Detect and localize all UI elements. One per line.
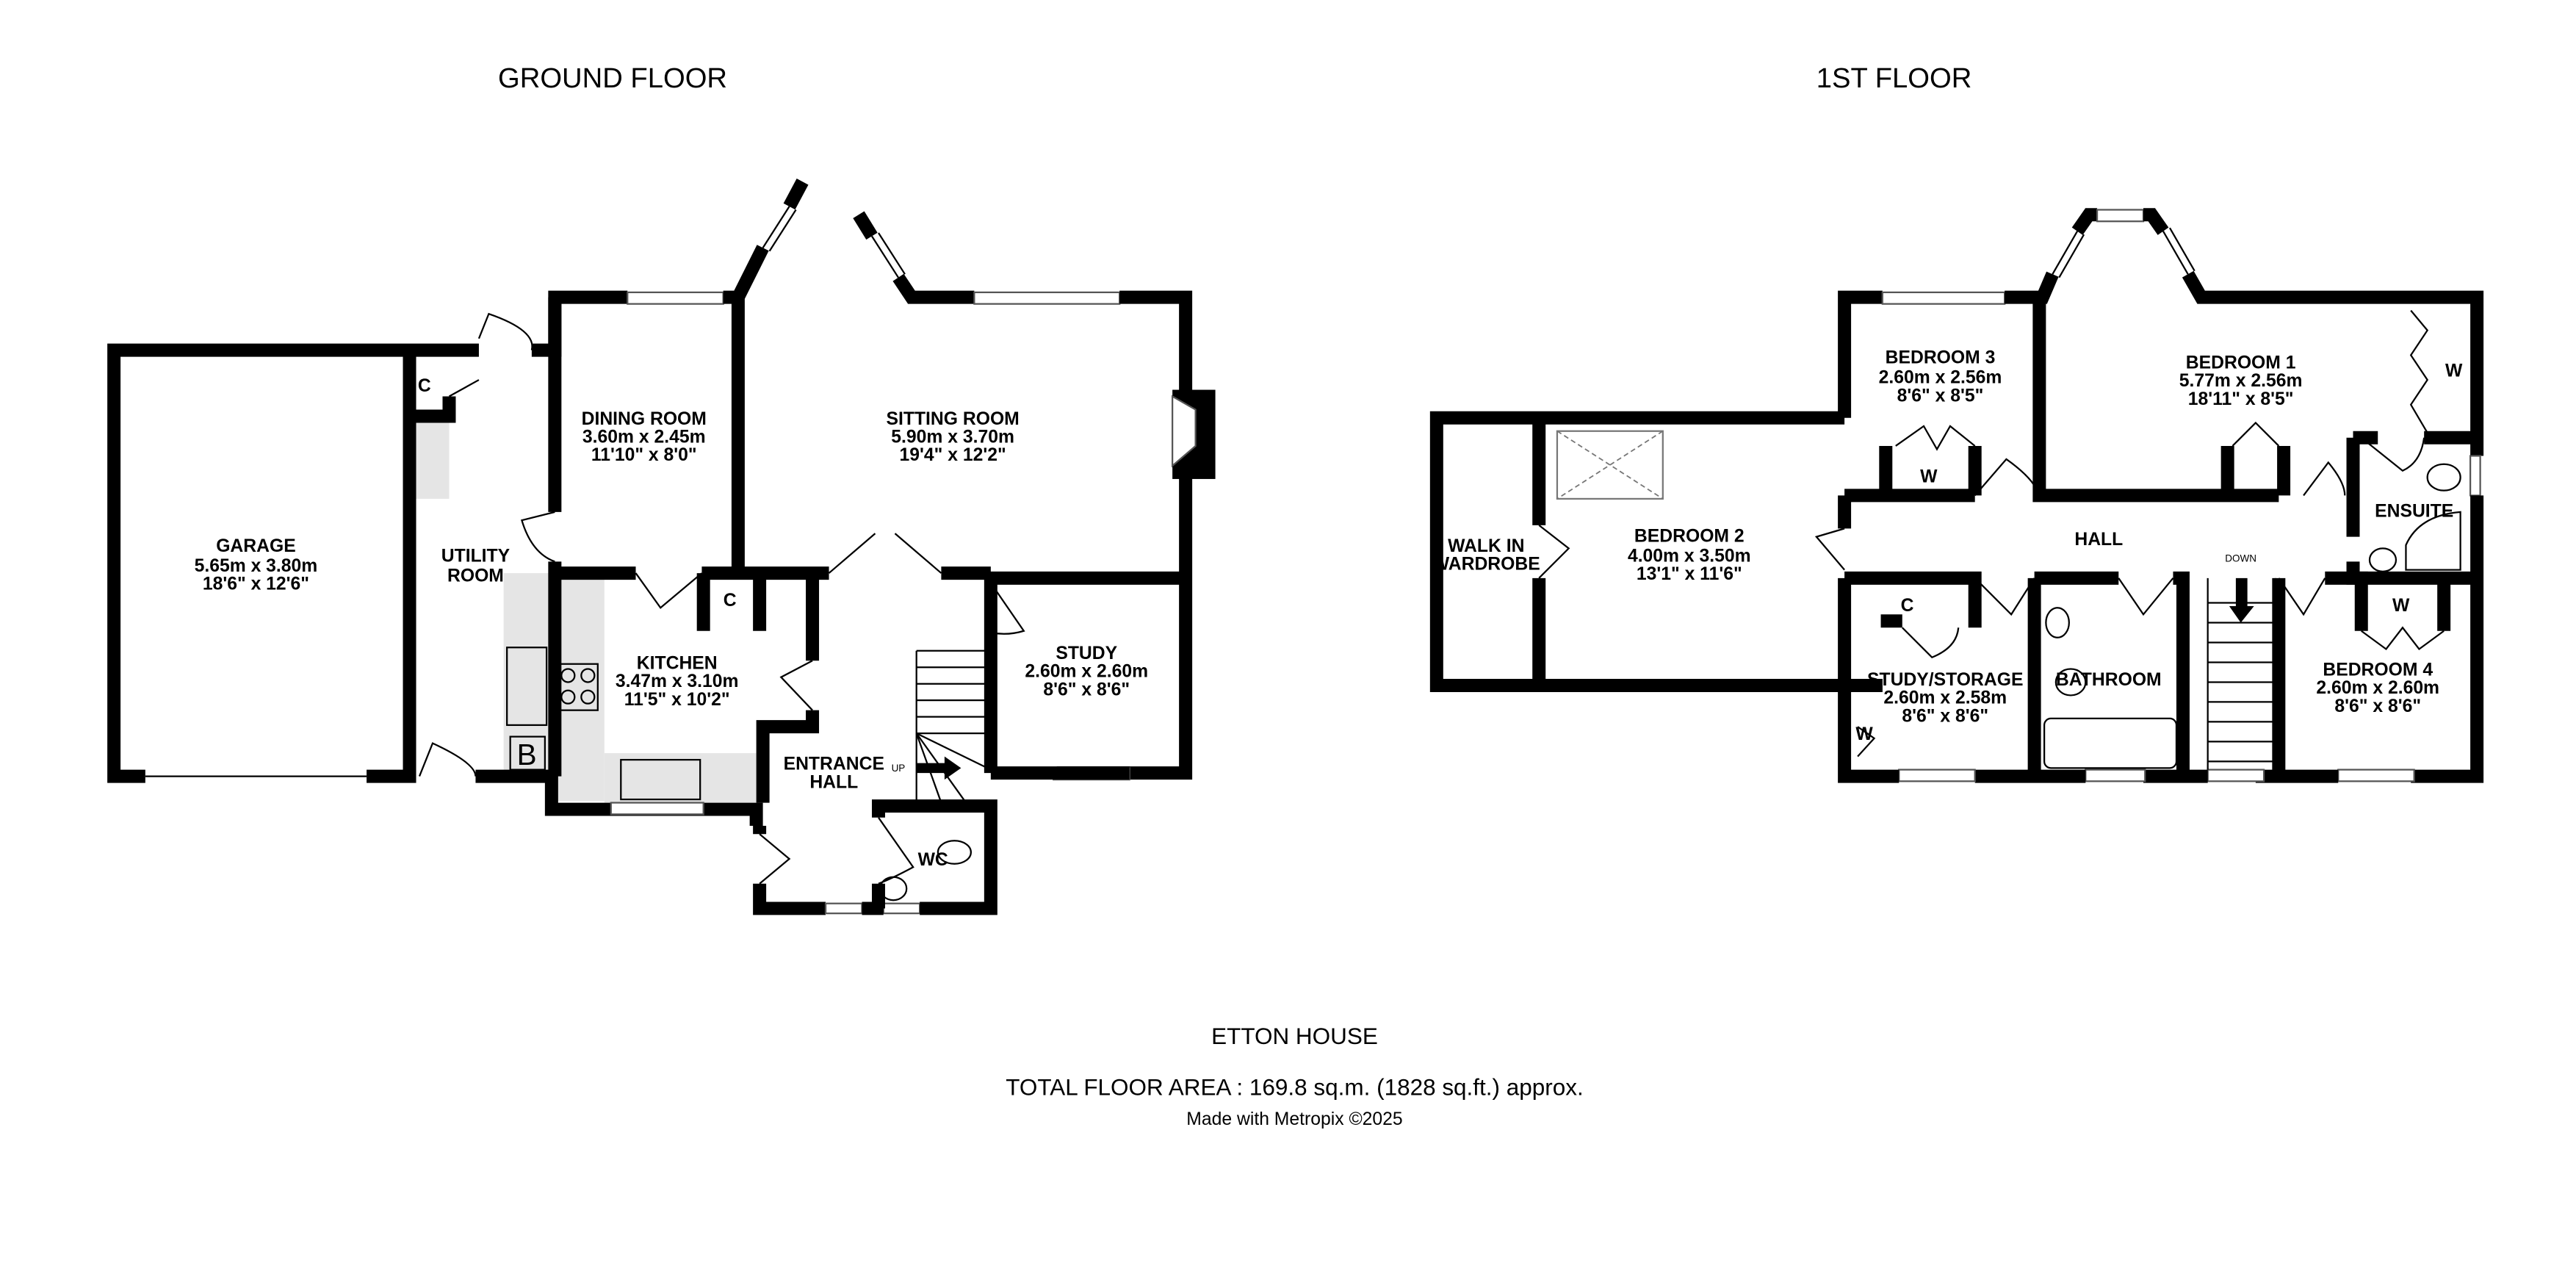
- room-kitchen: KITCHEN 3.47m x 3.10m 11'5" x 10'2": [616, 653, 739, 709]
- boiler-label: B: [517, 738, 537, 771]
- total-floor-area: TOTAL FLOOR AREA : 169.8 sq.m. (1828 sq.…: [1006, 1074, 1583, 1100]
- room-walk-in-wardrobe: WALK IN WARDROBE: [1432, 536, 1540, 575]
- svg-text:GARAGE: GARAGE: [216, 536, 296, 556]
- svg-text:STUDY/STORAGE: STUDY/STORAGE: [1867, 670, 2023, 690]
- room-sitting: SITTING ROOM 5.90m x 3.70m 19'4" x 12'2": [887, 409, 1020, 465]
- svg-text:11'10" x 8'0": 11'10" x 8'0": [591, 445, 697, 465]
- room-study-storage: STUDY/STORAGE 2.60m x 2.58m 8'6" x 8'6": [1867, 670, 2023, 726]
- svg-text:ENTRANCE: ENTRANCE: [784, 755, 884, 774]
- room-hall: HALL: [2074, 530, 2123, 550]
- svg-text:11'5" x 10'2": 11'5" x 10'2": [624, 690, 730, 710]
- room-wc: WC: [918, 850, 948, 870]
- svg-text:2.60m x 2.56m: 2.60m x 2.56m: [1879, 368, 2002, 388]
- svg-text:5.90m x 3.70m: 5.90m x 3.70m: [891, 427, 1014, 447]
- stairs-down-label: DOWN: [2225, 552, 2256, 564]
- wardrobe-label: W: [2445, 361, 2463, 381]
- stairs-up-label: UP: [892, 763, 906, 774]
- svg-text:BEDROOM 2: BEDROOM 2: [1634, 526, 1745, 546]
- svg-text:WALK IN: WALK IN: [1448, 536, 1524, 556]
- svg-text:WARDROBE: WARDROBE: [1432, 555, 1540, 575]
- svg-text:BEDROOM 4: BEDROOM 4: [2323, 660, 2433, 680]
- svg-text:2.60m x 2.58m: 2.60m x 2.58m: [1883, 688, 2007, 708]
- first-floor-title: 1ST FLOOR: [1816, 62, 1972, 94]
- room-utility: UTILITY ROOM: [441, 546, 510, 586]
- svg-text:8'6" x 8'6": 8'6" x 8'6": [1902, 706, 1988, 726]
- credit: Made with Metropix ©2025: [1186, 1109, 1402, 1129]
- room-entrance-hall: ENTRANCE HALL: [784, 755, 884, 793]
- svg-text:19'4" x 12'2": 19'4" x 12'2": [900, 445, 1006, 465]
- ground-floor-plan: C C B UP GARAGE 5.65m x 3.80m 18'6" x 12…: [107, 179, 1216, 915]
- svg-text:ROOM: ROOM: [447, 566, 504, 586]
- svg-text:BEDROOM 1: BEDROOM 1: [2186, 353, 2296, 372]
- room-dining: DINING ROOM 3.60m x 2.45m 11'10" x 8'0": [582, 409, 707, 465]
- svg-text:DINING ROOM: DINING ROOM: [582, 409, 707, 429]
- svg-text:13'1" x 11'6": 13'1" x 11'6": [1637, 564, 1742, 584]
- room-study: STUDY 2.60m x 2.60m 8'6" x 8'6": [1025, 644, 1148, 699]
- wardrobe-label: W: [1920, 467, 1938, 486]
- svg-text:5.77m x 2.56m: 5.77m x 2.56m: [2179, 371, 2303, 391]
- cupboard-label: C: [724, 591, 737, 611]
- svg-text:UTILITY: UTILITY: [441, 546, 510, 566]
- svg-text:8'6" x 8'6": 8'6" x 8'6": [1043, 680, 1130, 699]
- svg-text:3.47m x 3.10m: 3.47m x 3.10m: [616, 672, 739, 691]
- svg-text:8'6" x 8'6": 8'6" x 8'6": [2334, 697, 2421, 716]
- room-bathroom: BATHROOM: [2056, 670, 2162, 690]
- svg-text:3.60m x 2.45m: 3.60m x 2.45m: [582, 427, 706, 447]
- svg-text:STUDY: STUDY: [1056, 644, 1117, 663]
- svg-text:HALL: HALL: [809, 772, 858, 792]
- cupboard-label: C: [418, 376, 431, 396]
- room-bedroom-4: BEDROOM 4 2.60m x 2.60m 8'6" x 8'6": [2316, 660, 2439, 716]
- wardrobe-label: W: [1855, 724, 1873, 744]
- room-bedroom-2: BEDROOM 2 4.00m x 3.50m 13'1" x 11'6": [1628, 526, 1751, 584]
- ground-floor-title: GROUND FLOOR: [498, 62, 727, 94]
- svg-text:18'11" x 8'5": 18'11" x 8'5": [2188, 389, 2294, 409]
- property-name: ETTON HOUSE: [1211, 1023, 1378, 1049]
- room-garage: GARAGE 5.65m x 3.80m 18'6" x 12'6": [195, 536, 318, 594]
- svg-text:SITTING ROOM: SITTING ROOM: [887, 409, 1020, 429]
- wardrobe-label: W: [2392, 596, 2410, 616]
- svg-text:2.60m x 2.60m: 2.60m x 2.60m: [2316, 678, 2439, 698]
- svg-text:8'6" x 8'5": 8'6" x 8'5": [1897, 386, 1984, 406]
- svg-text:BEDROOM 3: BEDROOM 3: [1886, 348, 1996, 368]
- svg-text:4.00m x 3.50m: 4.00m x 3.50m: [1628, 546, 1751, 566]
- svg-text:2.60m x 2.60m: 2.60m x 2.60m: [1025, 662, 1148, 682]
- first-floor-plan: W W W W C DOWN WALK IN WARDROBE BEDROOM …: [1429, 208, 2484, 783]
- svg-text:5.65m x 3.80m: 5.65m x 3.80m: [195, 556, 318, 576]
- cupboard-label: C: [1901, 596, 1914, 616]
- room-bedroom-3: BEDROOM 3 2.60m x 2.56m 8'6" x 8'5": [1879, 348, 2002, 406]
- svg-text:18'6" x 12'6": 18'6" x 12'6": [203, 575, 309, 594]
- room-bedroom-1: BEDROOM 1 5.77m x 2.56m 18'11" x 8'5": [2179, 353, 2303, 408]
- svg-text:KITCHEN: KITCHEN: [637, 653, 718, 673]
- room-ensuite: ENSUITE: [2375, 502, 2453, 522]
